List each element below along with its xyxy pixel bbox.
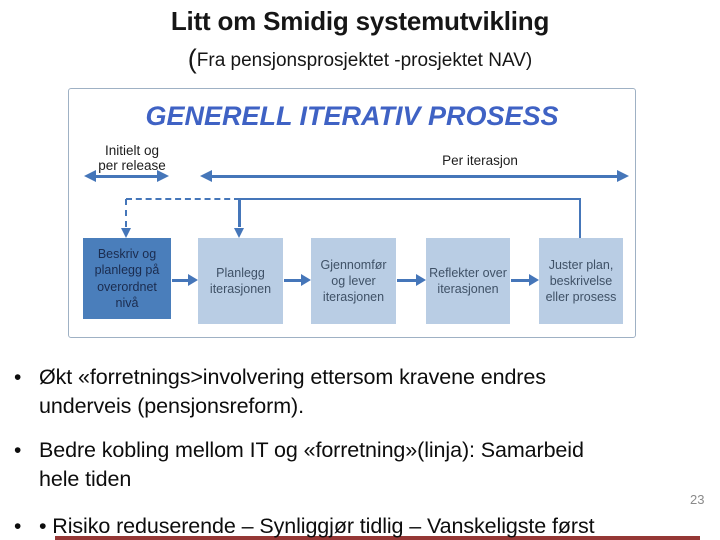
subtitle-open-paren: ( <box>187 44 197 74</box>
process-box-adjust: Juster plan, beskrivelse eller prosess <box>539 238 623 324</box>
flow-arrow-4-5 <box>511 274 539 287</box>
process-box-execute-deliver: Gjennomfør og lever iterasjonen <box>311 238 396 324</box>
phase-label-initial-release: Initielt og per release <box>98 143 166 173</box>
bullet-text: Bedre kobling mellom IT og «forretning»(… <box>39 438 584 491</box>
flow-arrow-1-2 <box>172 274 198 287</box>
bullet-text: • Risiko reduserende – Synliggjør tidlig… <box>39 514 595 538</box>
arrowhead-left <box>84 170 96 182</box>
arrow-shaft <box>93 175 160 178</box>
process-box-describe-plan: Beskriv og planlegg på overordnet nivå <box>83 238 171 319</box>
arrow-shaft <box>511 279 532 282</box>
feedback-line-dashed-horizontal <box>126 198 240 200</box>
page-number: 23 <box>690 492 705 507</box>
feedback-line-solid-horizontal <box>239 198 581 200</box>
arrow-shaft <box>172 279 191 282</box>
arrowhead-right <box>529 274 539 286</box>
slide-title: Litt om Smidig systemutvikling <box>170 6 550 36</box>
bullet-item-risk-reduction: • • Risiko reduserende – Synliggjør tidl… <box>14 512 595 540</box>
feedback-line-from-adjust-box <box>579 199 581 238</box>
iteration-span-arrow <box>200 170 629 183</box>
subtitle-text: Fra pensjonsprosjektet -prosjektet NAV) <box>196 50 533 71</box>
bullet-dot: • <box>14 515 22 538</box>
arrow-shaft <box>284 279 304 282</box>
bullet-dot: • <box>14 366 22 389</box>
iterative-process-diagram: GENERELL ITERATIV PROSESS Initielt og pe… <box>68 88 636 338</box>
arrow-shaft <box>397 279 419 282</box>
phase-label-per-iteration: Per iterasjon <box>442 153 518 168</box>
arrow-shaft <box>209 175 620 178</box>
bullet-text: Økt «forretnings>involvering ettersom kr… <box>39 365 546 418</box>
bullet-item-it-business-link: • Bedre kobling mellom IT og «forretning… <box>14 436 584 494</box>
arrowhead-right <box>188 274 198 286</box>
feedback-line-dashed-vertical <box>125 199 127 227</box>
process-box-label: Planlegg iterasjonen <box>209 265 272 296</box>
diagram-title: GENERELL ITERATIV PROSESS <box>145 101 559 131</box>
release-span-arrow <box>84 170 169 183</box>
slide-subtitle: (Fra pensjonsprosjektet -prosjektet NAV) <box>0 44 720 75</box>
process-box-label: Juster plan, beskrivelse eller prosess <box>545 257 617 305</box>
process-box-label: Gjennomfør og lever iterasjonen <box>320 257 387 305</box>
flow-arrow-2-3 <box>284 274 311 287</box>
process-box-label: Reflekter over iterasjonen <box>429 265 507 296</box>
arrowhead-right <box>416 274 426 286</box>
process-box-reflect: Reflekter over iterasjonen <box>426 238 510 324</box>
arrowhead-left <box>200 170 212 182</box>
feedback-arrowhead-into-box1 <box>121 228 131 238</box>
arrowhead-right <box>617 170 629 182</box>
arrowhead-right <box>301 274 311 286</box>
process-box-plan-iteration: Planlegg iterasjonen <box>198 238 283 324</box>
bullet-item-business-involvement: • Økt «forretnings>involvering ettersom … <box>14 363 546 421</box>
feedback-arrowhead-into-box2 <box>234 228 244 238</box>
bullet-dot: • <box>14 439 22 462</box>
process-box-label: Beskriv og planlegg på overordnet nivå <box>94 247 160 310</box>
red-underline <box>55 536 700 540</box>
arrowhead-right <box>157 170 169 182</box>
feedback-line-to-plan-iteration <box>238 199 241 227</box>
flow-arrow-3-4 <box>397 274 426 287</box>
